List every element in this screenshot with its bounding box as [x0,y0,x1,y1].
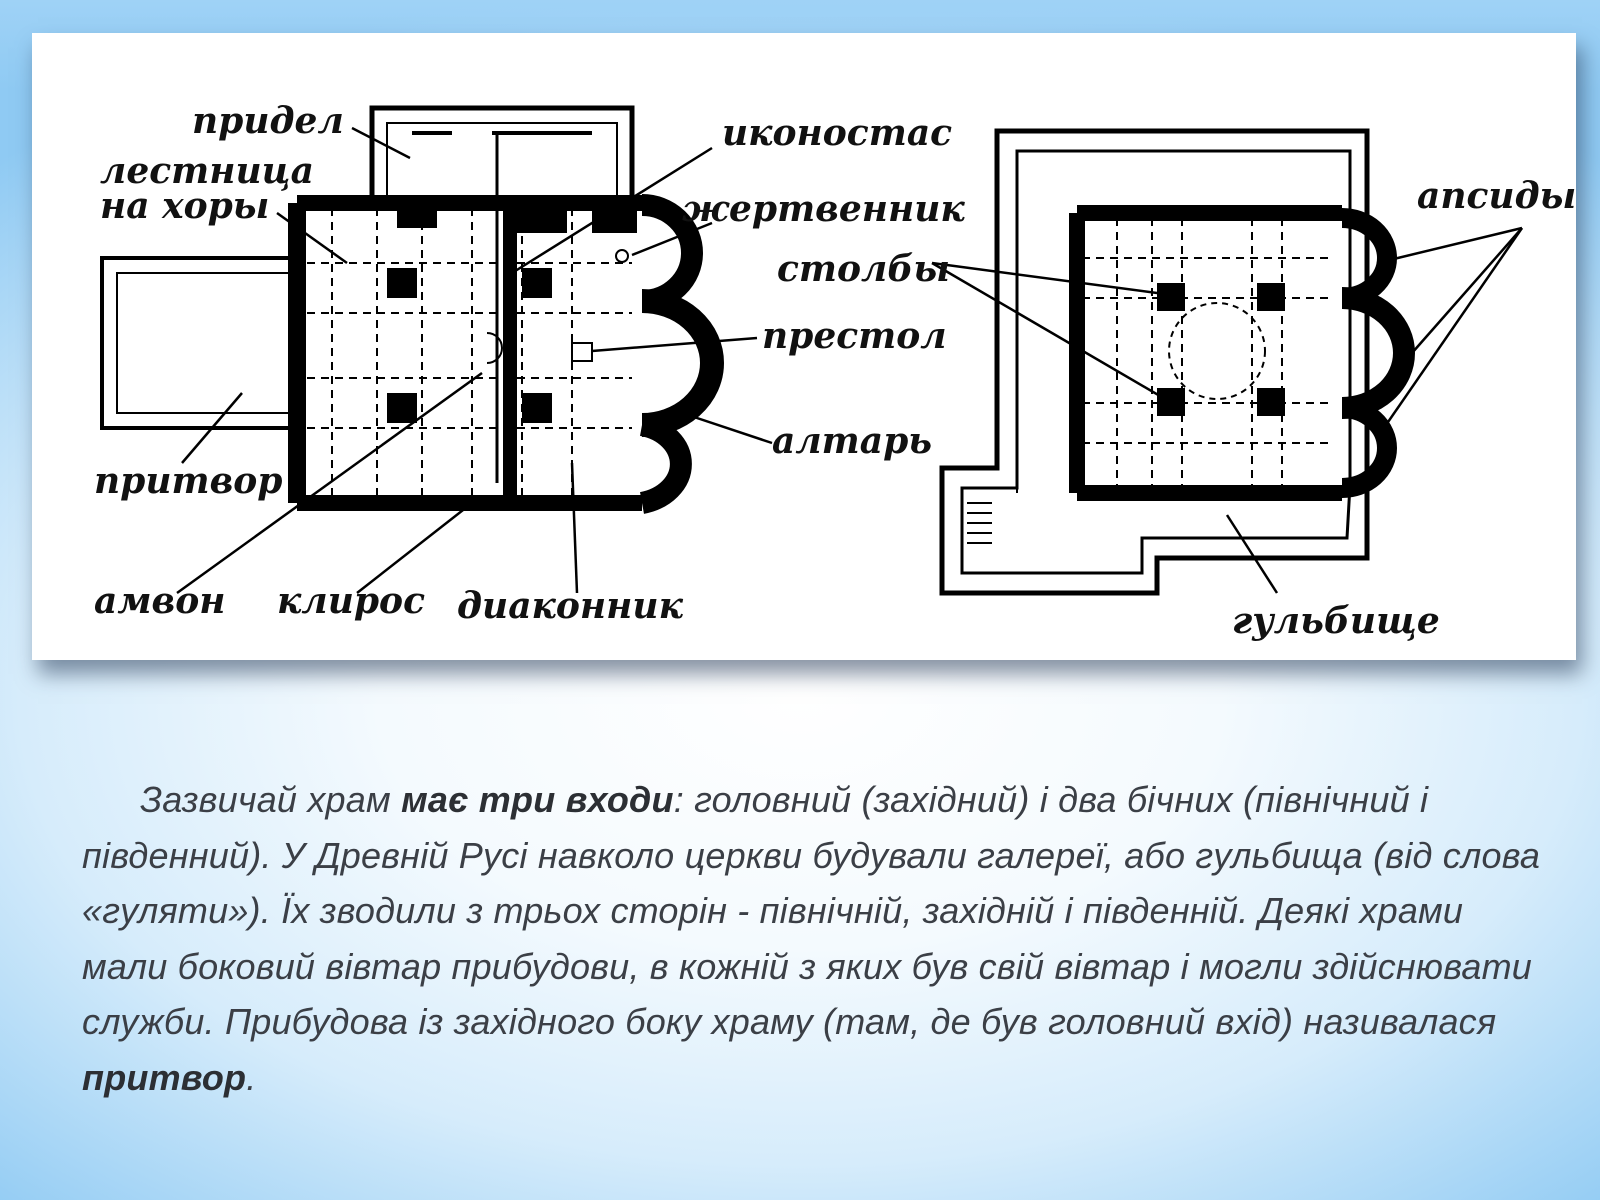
label-zhertvennik: жертвенник [682,188,965,230]
leader-lines [176,126,1524,595]
label-pritvor: притвор [94,460,282,502]
church-plans-figure: придел лестница на хоры притвор амвон кл… [32,33,1576,660]
left-plan-pillars [387,208,637,423]
right-church-plan [939,128,1415,596]
label-lestnica-line1: лестница [100,150,314,192]
right-plan-pillars [1157,283,1285,416]
text-part-2: : головний (західний) і два бічних (півн… [82,779,1541,1042]
description-paragraph: Зазвичай храм має три входи: головний (з… [82,772,1552,1105]
label-kliros: клирос [277,580,425,622]
label-pridel: придел [192,100,344,142]
label-lestnica-line2: на хоры [100,185,269,227]
label-ikonostas: иконостас [722,112,952,154]
text-part-3: . [246,1056,257,1098]
text-part-1: Зазвичай храм [140,779,402,820]
label-diakonnik: диаконник [457,585,684,627]
label-amvon: амвон [94,580,225,622]
label-stolby: столбы [777,248,950,290]
label-gulbishche: гульбище [1232,600,1440,642]
text-emphasis-pritvor: притвор [82,1056,247,1098]
label-altar: алтарь [772,420,932,462]
label-apsidy: апсиды [1417,175,1576,217]
text-emphasis-three-entrances: має три входи [401,779,674,820]
floor-plans-svg: придел лестница на хоры притвор амвон кл… [94,100,1576,642]
label-prestol: престол [762,315,947,357]
left-church-plan [100,105,724,514]
